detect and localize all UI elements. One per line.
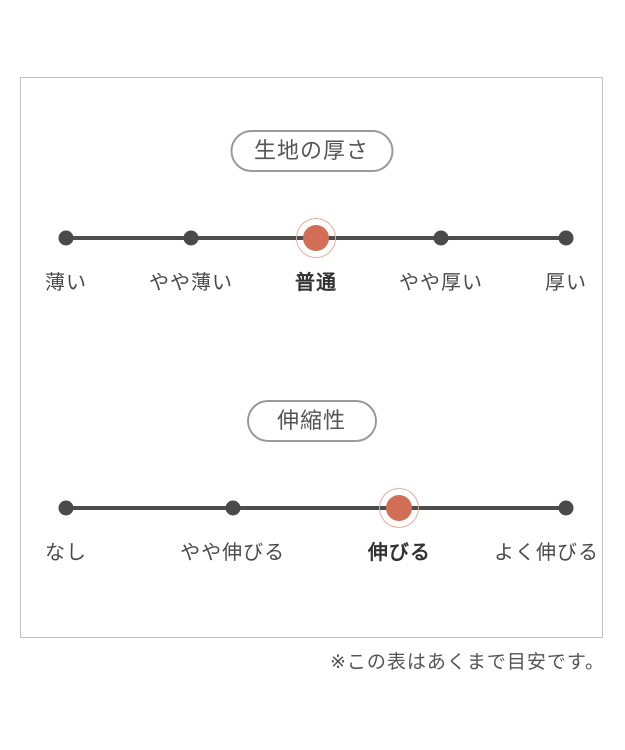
stretch-label-stretches-selected: 伸びる [367, 542, 431, 564]
thickness-dot-rather-thick [433, 230, 449, 246]
thickness-label-rather-thick: やや厚い [399, 272, 483, 294]
stretch-label-none: なし [45, 542, 87, 564]
stretch-labels-row: なし やや伸びる 伸びる よく伸びる [45, 541, 598, 565]
stretch-dot-well [558, 500, 574, 516]
thickness-title-pill: 生地の厚さ [229, 130, 394, 172]
stretch-label-well: よく伸びる [494, 542, 599, 564]
thickness-dot-thin [58, 230, 74, 246]
thickness-label-thick: 厚い [545, 272, 587, 294]
thickness-dot-normal-selected [303, 225, 329, 251]
stretch-scale-track [58, 495, 574, 521]
thickness-label-rather-thin: やや薄い [149, 272, 233, 294]
stretch-label-slight: やや伸びる [180, 542, 286, 564]
fabric-guide-panel: 生地の厚さ 薄い やや薄い 普通 やや厚い 厚い 伸縮性 なし やや伸びる 伸び [20, 77, 603, 638]
stretch-dot-stretches-selected [386, 495, 413, 521]
thickness-dot-rather-thin [183, 230, 199, 246]
thickness-dot-thick [558, 230, 574, 246]
stretch-dot-slight [225, 500, 241, 516]
stretch-title-pill: 伸縮性 [246, 400, 377, 442]
thickness-label-normal-selected: 普通 [295, 272, 337, 294]
disclaimer-note: ※この表はあくまで目安です。 [329, 652, 605, 673]
stretch-dot-none [58, 500, 74, 516]
thickness-labels-row: 薄い やや薄い 普通 やや厚い 厚い [45, 271, 586, 295]
thickness-label-thin: 薄い [45, 272, 87, 294]
thickness-scale-track [58, 225, 574, 251]
